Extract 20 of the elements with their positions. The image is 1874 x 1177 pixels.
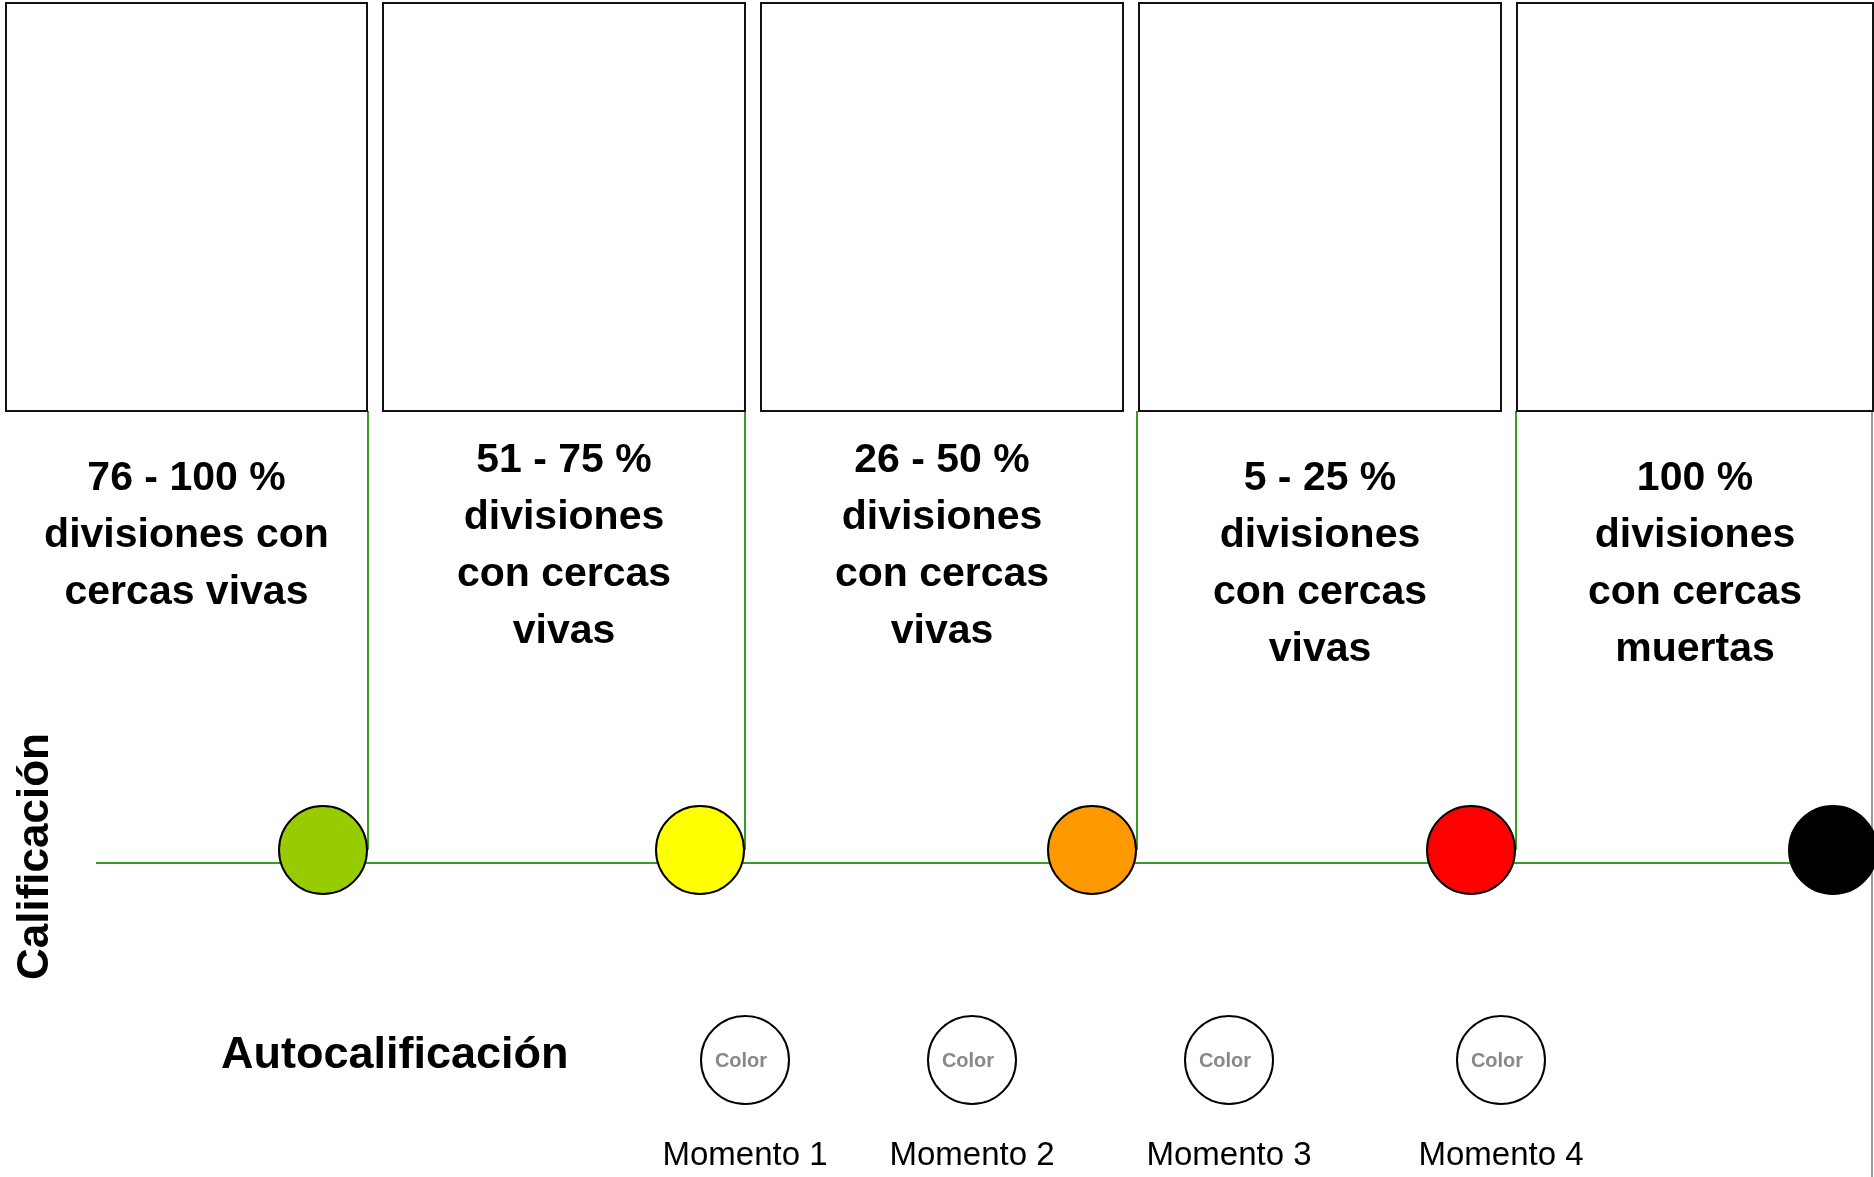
- answer-circle: Color: [1456, 1015, 1546, 1105]
- range-label: 5 - 25 % divisiones con cercas vivas: [1211, 452, 1429, 672]
- picture-frame: [5, 2, 368, 412]
- picture-frame: [382, 2, 746, 412]
- picture-frame: [760, 2, 1124, 412]
- row-label: Autocalificación: [221, 1027, 569, 1079]
- picture-frame: [1138, 2, 1502, 412]
- answer-circle: Color: [1184, 1015, 1274, 1105]
- range-label: 100 % divisiones con cercas muertas: [1586, 452, 1804, 672]
- moment-label: Momento 1: [661, 1135, 829, 1173]
- moment-label: Momento 4: [1417, 1135, 1585, 1173]
- moment-label: Momento 3: [1145, 1135, 1313, 1173]
- axis-title: Calificación: [8, 733, 58, 980]
- picture-frame: [1516, 2, 1874, 412]
- moment-label: Momento 2: [888, 1135, 1056, 1173]
- range-label: 76 - 100 % divisiones con cercas vivas: [43, 452, 330, 615]
- range-label: 26 - 50 % divisiones con cercas vivas: [833, 434, 1051, 654]
- answer-circle: Color: [927, 1015, 1017, 1105]
- answer-circle: Color: [700, 1015, 790, 1105]
- range-label: 51 - 75 % divisiones con cercas vivas: [455, 434, 673, 654]
